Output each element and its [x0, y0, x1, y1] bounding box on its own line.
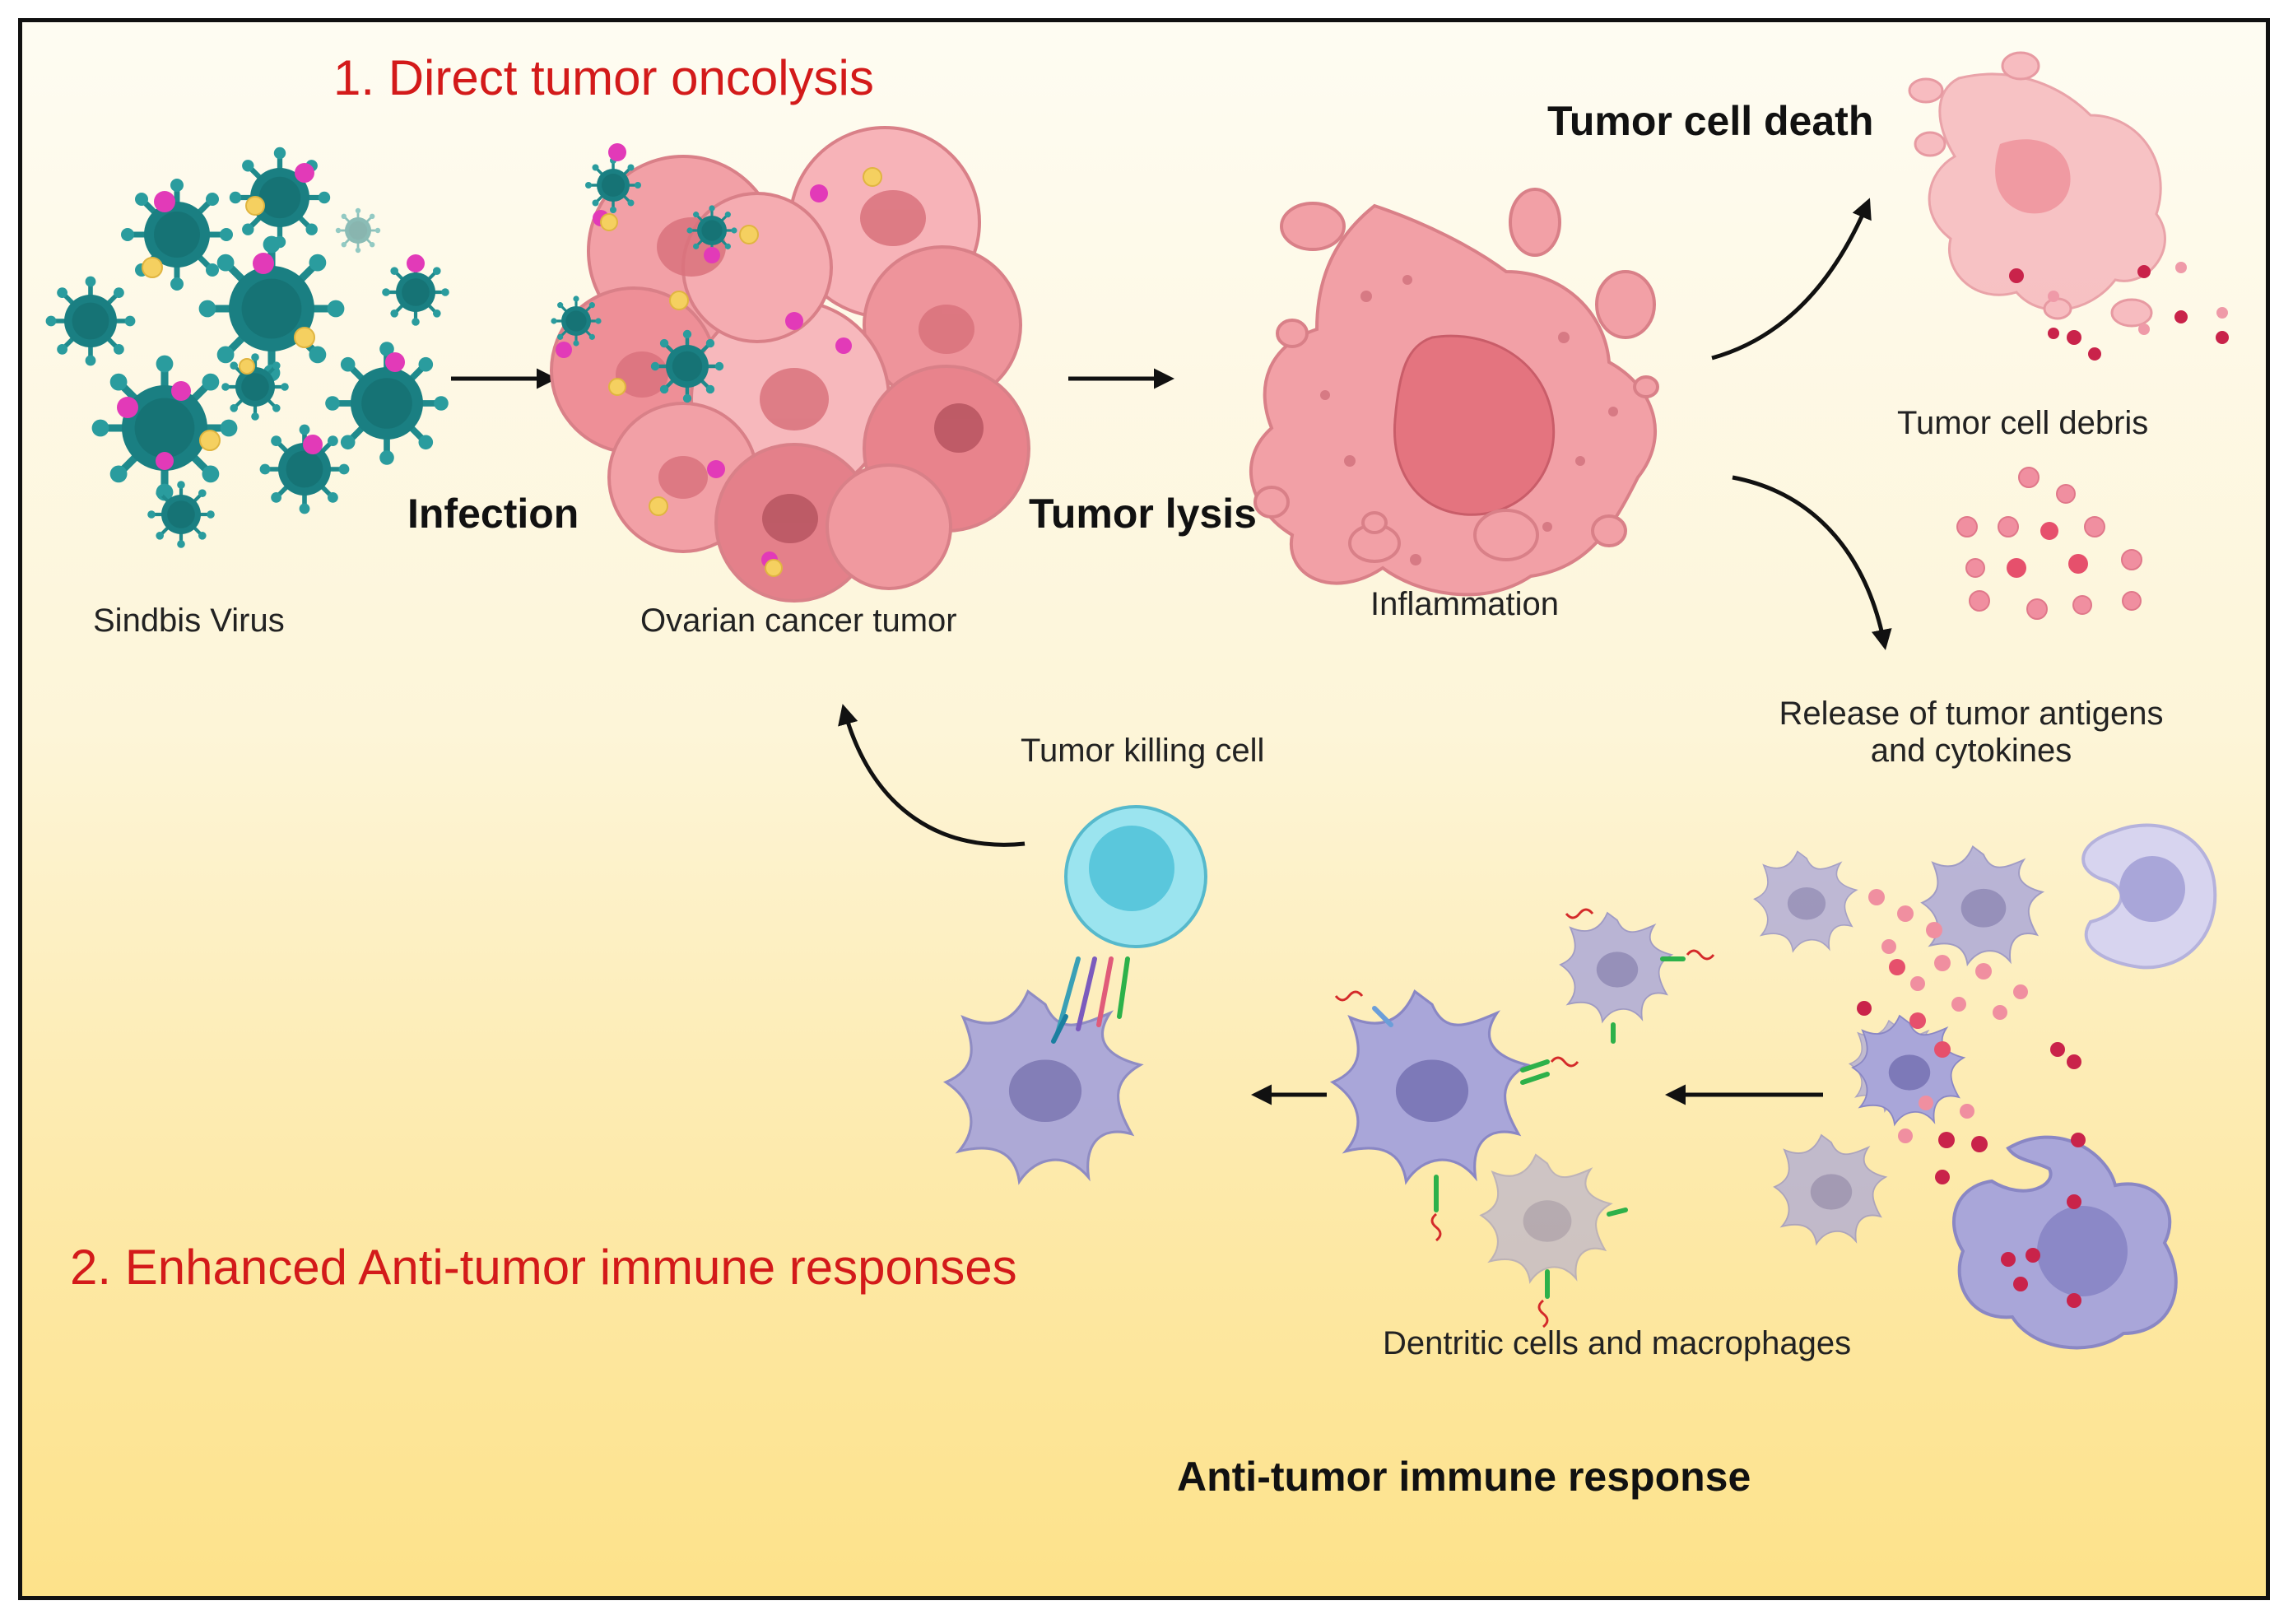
dendritic-cells-group — [1331, 908, 1715, 1329]
heading-direct-oncolysis: 1. Direct tumor oncolysis — [333, 50, 874, 105]
caption-dendritic-macrophages: Dentritic cells and macrophages — [1383, 1325, 1852, 1361]
death-arrow — [1711, 198, 1872, 361]
release-arrow — [1732, 475, 1892, 650]
label-tumor-lysis: Tumor lysis — [1029, 491, 1257, 537]
caption-release-line2: and cytokines — [1870, 733, 2072, 769]
return-arrow — [838, 704, 1026, 847]
ovarian-tumor-mass — [549, 126, 1030, 603]
caption-tumor-debris: Tumor cell debris — [1897, 405, 2149, 441]
label-anti-tumor-response: Anti-tumor immune response — [1177, 1454, 1751, 1500]
caption-release-line1: Release of tumor antigens — [1779, 696, 2164, 732]
heading-enhanced-immune: 2. Enhanced Anti-tumor immune responses — [70, 1240, 1017, 1295]
label-infection: Infection — [407, 491, 579, 537]
tumor-killing-cell — [944, 805, 1207, 1184]
tumor-debris — [1908, 51, 2229, 361]
label-tumor-cell-death: Tumor cell death — [1547, 98, 1874, 144]
caption-sindbis-virus: Sindbis Virus — [93, 603, 285, 639]
caption-inflammation: Inflammation — [1370, 586, 1559, 622]
released-antigens — [1956, 467, 2142, 620]
sindbis-virus-cluster — [46, 147, 449, 548]
caption-release: Release of tumor antigens and cytokines — [1741, 696, 2202, 770]
caption-tumor-killing-cell: Tumor killing cell — [1021, 733, 1265, 769]
inflamed-tumor-cell — [1249, 188, 1659, 597]
antigen-exposed-immune-cells — [1753, 823, 2217, 1350]
caption-ovarian-tumor: Ovarian cancer tumor — [640, 603, 957, 639]
